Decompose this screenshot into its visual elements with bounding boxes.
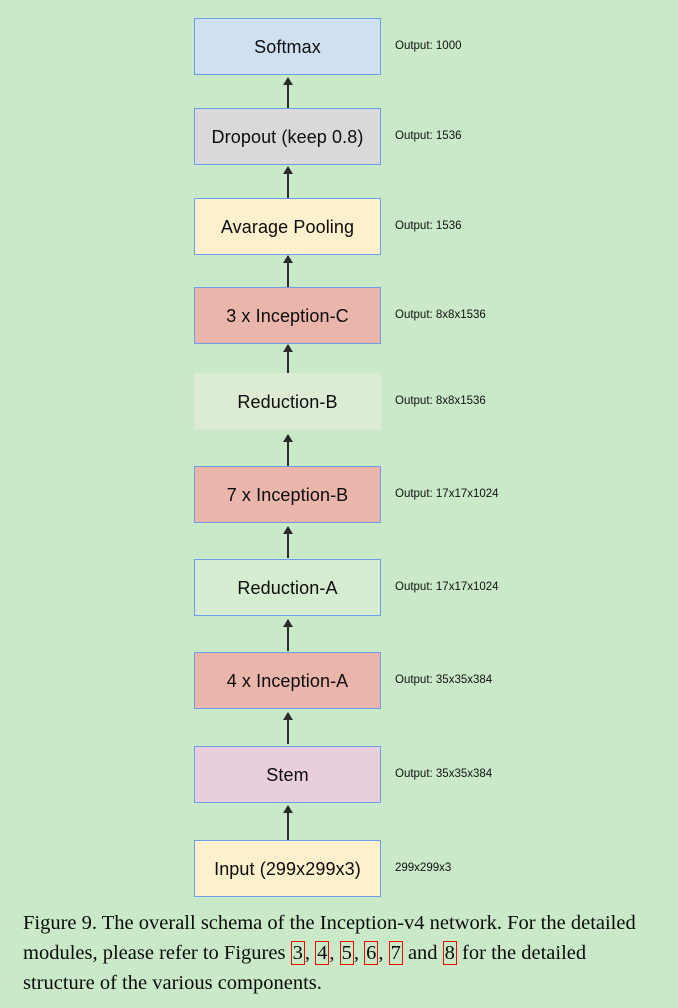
- arrowhead-up-icon: [283, 434, 293, 442]
- node-label-inception-c: 3 x Inception-C: [226, 305, 349, 326]
- caption-text: ,: [378, 942, 389, 964]
- edge-pooling-to-dropout: [283, 166, 293, 198]
- node-label-stem: Stem: [266, 764, 309, 785]
- caption-text: for the detailed structure of the variou…: [23, 942, 587, 994]
- figure-reference-link-4[interactable]: 4: [315, 941, 330, 965]
- node-inception-c[interactable]: 3 x Inception-C: [194, 287, 381, 344]
- node-reduction-a[interactable]: Reduction-A: [194, 559, 381, 616]
- edge-stem-to-inceptiona: [283, 712, 293, 744]
- edge-inceptionb-to-reductionb: [283, 434, 293, 466]
- figure-reference-link-7[interactable]: 7: [388, 941, 403, 965]
- caption-text: and: [402, 942, 443, 964]
- node-label-input: Input (299x299x3): [214, 858, 361, 879]
- node-reduction-b[interactable]: Reduction-B: [194, 373, 381, 430]
- node-inception-b[interactable]: 7 x Inception-B: [194, 466, 381, 523]
- edge-inceptiona-to-reductiona: [283, 619, 293, 651]
- arrowhead-up-icon: [283, 805, 293, 813]
- arrowhead-up-icon: [283, 77, 293, 85]
- caption-text: ,: [353, 942, 365, 964]
- arrowhead-up-icon: [283, 255, 293, 263]
- arrowhead-up-icon: [283, 526, 293, 534]
- caption-text: Figure 9. The overall schema of the Ince…: [23, 912, 636, 964]
- arrowhead-up-icon: [283, 712, 293, 720]
- figure-reference-link-6[interactable]: 6: [364, 941, 379, 965]
- node-inception-a[interactable]: 4 x Inception-A: [194, 652, 381, 709]
- edge-inceptionc-to-pooling: [283, 255, 293, 287]
- output-note-dropout: Output: 1536: [395, 130, 462, 142]
- node-label-inception-a: 4 x Inception-A: [226, 670, 349, 691]
- figure-reference-link-3[interactable]: 3: [290, 941, 305, 965]
- caption-text: ,: [329, 942, 340, 964]
- edge-input-stub: [287, 820, 289, 842]
- node-input[interactable]: Input (299x299x3): [194, 840, 381, 897]
- output-note-avg-pooling: Output: 1536: [395, 220, 462, 232]
- node-label-dropout: Dropout (keep 0.8): [211, 126, 364, 147]
- node-label-reduction-a: Reduction-A: [237, 577, 338, 598]
- output-note-stem: Output: 35x35x384: [395, 768, 493, 780]
- figure-reference-link-5[interactable]: 5: [339, 941, 354, 965]
- arrowhead-up-icon: [283, 166, 293, 174]
- arrowhead-up-icon: [283, 344, 293, 352]
- node-label-reduction-b: Reduction-B: [237, 391, 338, 412]
- edge-reductiona-to-inceptionb: [283, 526, 293, 558]
- output-note-reduction-b: Output: 8x8x1536: [395, 395, 486, 407]
- output-note-inception-a: Output: 35x35x384: [395, 674, 493, 686]
- node-stem[interactable]: Stem: [194, 746, 381, 803]
- figure-caption: Figure 9. The overall schema of the Ince…: [23, 908, 659, 998]
- node-softmax[interactable]: Softmax: [194, 18, 381, 75]
- output-note-reduction-a: Output: 17x17x1024: [395, 581, 499, 593]
- node-avg-pooling[interactable]: Avarage Pooling: [194, 198, 381, 255]
- node-label-inception-b: 7 x Inception-B: [226, 484, 349, 505]
- caption-text: ,: [304, 942, 316, 964]
- edge-reductionb-to-inceptionc: [283, 344, 293, 376]
- output-note-softmax: Output: 1000: [395, 40, 462, 52]
- node-dropout[interactable]: Dropout (keep 0.8): [194, 108, 381, 165]
- output-note-inception-c: Output: 8x8x1536: [395, 309, 486, 321]
- output-note-inception-b: Output: 17x17x1024: [395, 488, 499, 500]
- node-label-softmax: Softmax: [254, 36, 321, 57]
- output-note-input: 299x299x3: [395, 862, 452, 874]
- node-label-avg-pooling: Avarage Pooling: [220, 216, 355, 237]
- edge-dropout-to-softmax: [283, 77, 293, 108]
- arrowhead-up-icon: [283, 619, 293, 627]
- figure-reference-link-8[interactable]: 8: [442, 941, 457, 965]
